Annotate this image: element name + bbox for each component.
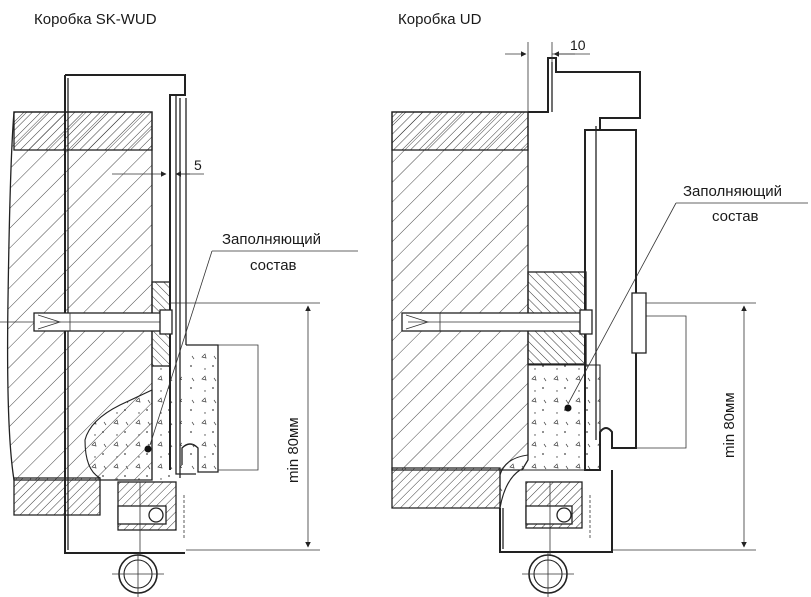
left-drawing: Коробка SK-WUD (0, 11, 358, 597)
right-hinge (522, 481, 591, 597)
left-filler-dot (144, 445, 152, 453)
left-anchor-bolt (0, 309, 173, 335)
left-callout: Заполняющий состав (149, 231, 358, 446)
right-frame-profile (499, 57, 687, 553)
right-filler-dot (564, 404, 572, 412)
right-callout-line1: Заполняющий (683, 183, 782, 200)
left-vertical-dimension: min 80мм (170, 302, 320, 551)
left-title: Коробка SK-WUD (34, 11, 157, 28)
right-vertical-value: min 80мм (721, 392, 738, 458)
right-filler-area (499, 364, 601, 509)
right-anchor-bolt (401, 309, 593, 335)
right-gap-value: 10 (570, 37, 586, 53)
left-filler-column (152, 365, 182, 480)
left-callout-line2: состав (250, 257, 297, 274)
left-hinge (112, 481, 185, 597)
left-vertical-value: min 80мм (285, 417, 302, 483)
right-wall (391, 111, 529, 509)
right-callout: Заполняющий состав (567, 183, 808, 405)
right-vertical-dimension: min 80мм (612, 302, 756, 551)
left-gap-value: 5 (194, 157, 202, 173)
left-callout-line1: Заполняющий (222, 231, 321, 248)
right-callout-line2: состав (712, 208, 759, 225)
left-wall (6, 111, 153, 516)
right-drawing: Коробка UD (391, 11, 808, 597)
left-filler-area (84, 389, 153, 481)
right-title: Коробка UD (398, 11, 482, 28)
right-gap-dimension: 10 (505, 37, 590, 112)
left-gap-dimension: 5 (112, 157, 204, 177)
